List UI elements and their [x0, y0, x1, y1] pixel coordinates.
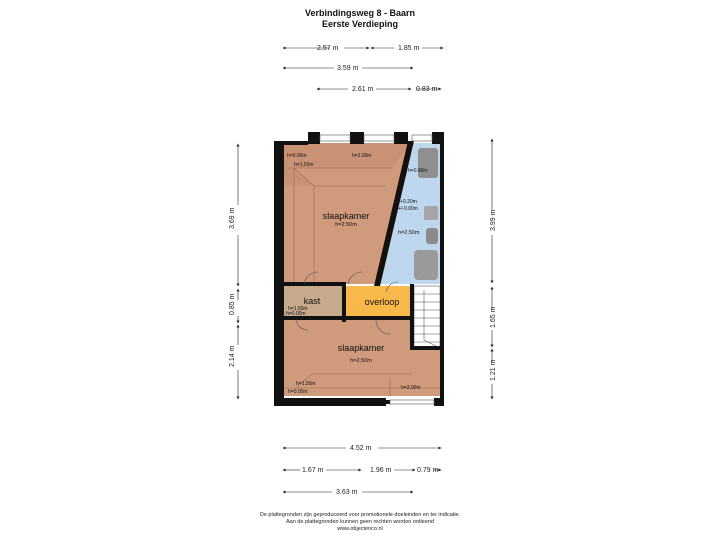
dim-top-total: 3.59 m	[337, 65, 359, 72]
dim-bottom-total: 4.52 m	[350, 445, 372, 452]
shower-fixture	[414, 250, 438, 280]
disclaimer-line1: De plattegronden zijn geproduceerd voor …	[259, 512, 461, 518]
label-bathroom-h1: h=0.90m	[408, 168, 428, 174]
mark-top-h000: h=0.00m	[287, 153, 307, 159]
ceiling-lines-bottom	[284, 373, 440, 396]
label-bathroom-h3: +/-0.00m	[398, 206, 418, 212]
label-bedroom-bottom: slaapkamer	[338, 343, 385, 353]
dim-right-bot: 1.21 m	[490, 359, 497, 381]
doors	[295, 271, 399, 335]
room-bedroom-bottom	[284, 320, 440, 396]
dim-left-top: 3.69 m	[229, 207, 236, 229]
address-title: Verbindingsweg 8 - Baarn	[304, 8, 416, 18]
mark-bot-h200: h=2.00m	[401, 385, 421, 391]
staircase	[413, 285, 441, 349]
dim-top-a: 2.57 m	[317, 45, 339, 52]
dim-bottom-a: 1.67 m	[302, 467, 324, 474]
floor-title: Eerste Verdieping	[321, 19, 399, 29]
ceiling-lines-top	[284, 167, 392, 284]
room-landing	[346, 286, 412, 316]
bathtub-fixture	[418, 148, 438, 178]
mark-bot-h000: h=0.00m	[288, 389, 308, 395]
dim-top-d: 0.83 m	[416, 86, 438, 93]
label-closet-h1: h=1.50m	[288, 306, 308, 312]
label-bedroom-top: slaapkamer	[323, 211, 370, 221]
label-bathroom-height: h=2.50m	[398, 230, 420, 236]
label-closet-h2: h=0.00m	[286, 311, 306, 317]
walls	[274, 132, 444, 406]
room-bathroom	[380, 143, 440, 284]
sloped-ceiling-top	[284, 143, 410, 186]
mark-top-h200: h=2.00m	[352, 153, 372, 159]
toilet-fixture	[426, 228, 438, 244]
windows	[319, 134, 435, 405]
label-bathroom-h2: +0.20m	[400, 199, 417, 205]
dim-left-mid: 0.85 m	[229, 293, 236, 315]
disclaimer-line2: Aan de plattegronden kunnen geen rechten…	[285, 519, 434, 525]
dim-bottom-sub: 3.63 m	[336, 489, 358, 496]
dim-bottom-c: 0.79 m	[417, 467, 439, 474]
label-landing: overloop	[365, 297, 400, 307]
mark-top-h150: h=1.50m	[294, 162, 314, 168]
dim-right-top: 3.99 m	[490, 209, 497, 231]
label-bedroom-bottom-height: h=2.50m	[350, 358, 372, 364]
dim-top-c: 2.61 m	[352, 86, 374, 93]
label-bedroom-top-height: h=2.50m	[335, 222, 357, 228]
dim-top-b: 1.85 m	[398, 45, 420, 52]
website-link[interactable]: www.objectenco.nl	[337, 526, 383, 532]
dim-bottom-b: 1.96 m	[370, 467, 392, 474]
sink-fixture	[424, 206, 438, 220]
room-closet	[284, 286, 342, 316]
room-bedroom-top	[284, 143, 410, 284]
dim-right-mid: 1.65 m	[490, 306, 497, 328]
mark-bot-h150: h=1.50m	[296, 381, 316, 387]
dim-left-bot: 2.14 m	[229, 345, 236, 367]
label-closet: kast	[304, 296, 321, 306]
